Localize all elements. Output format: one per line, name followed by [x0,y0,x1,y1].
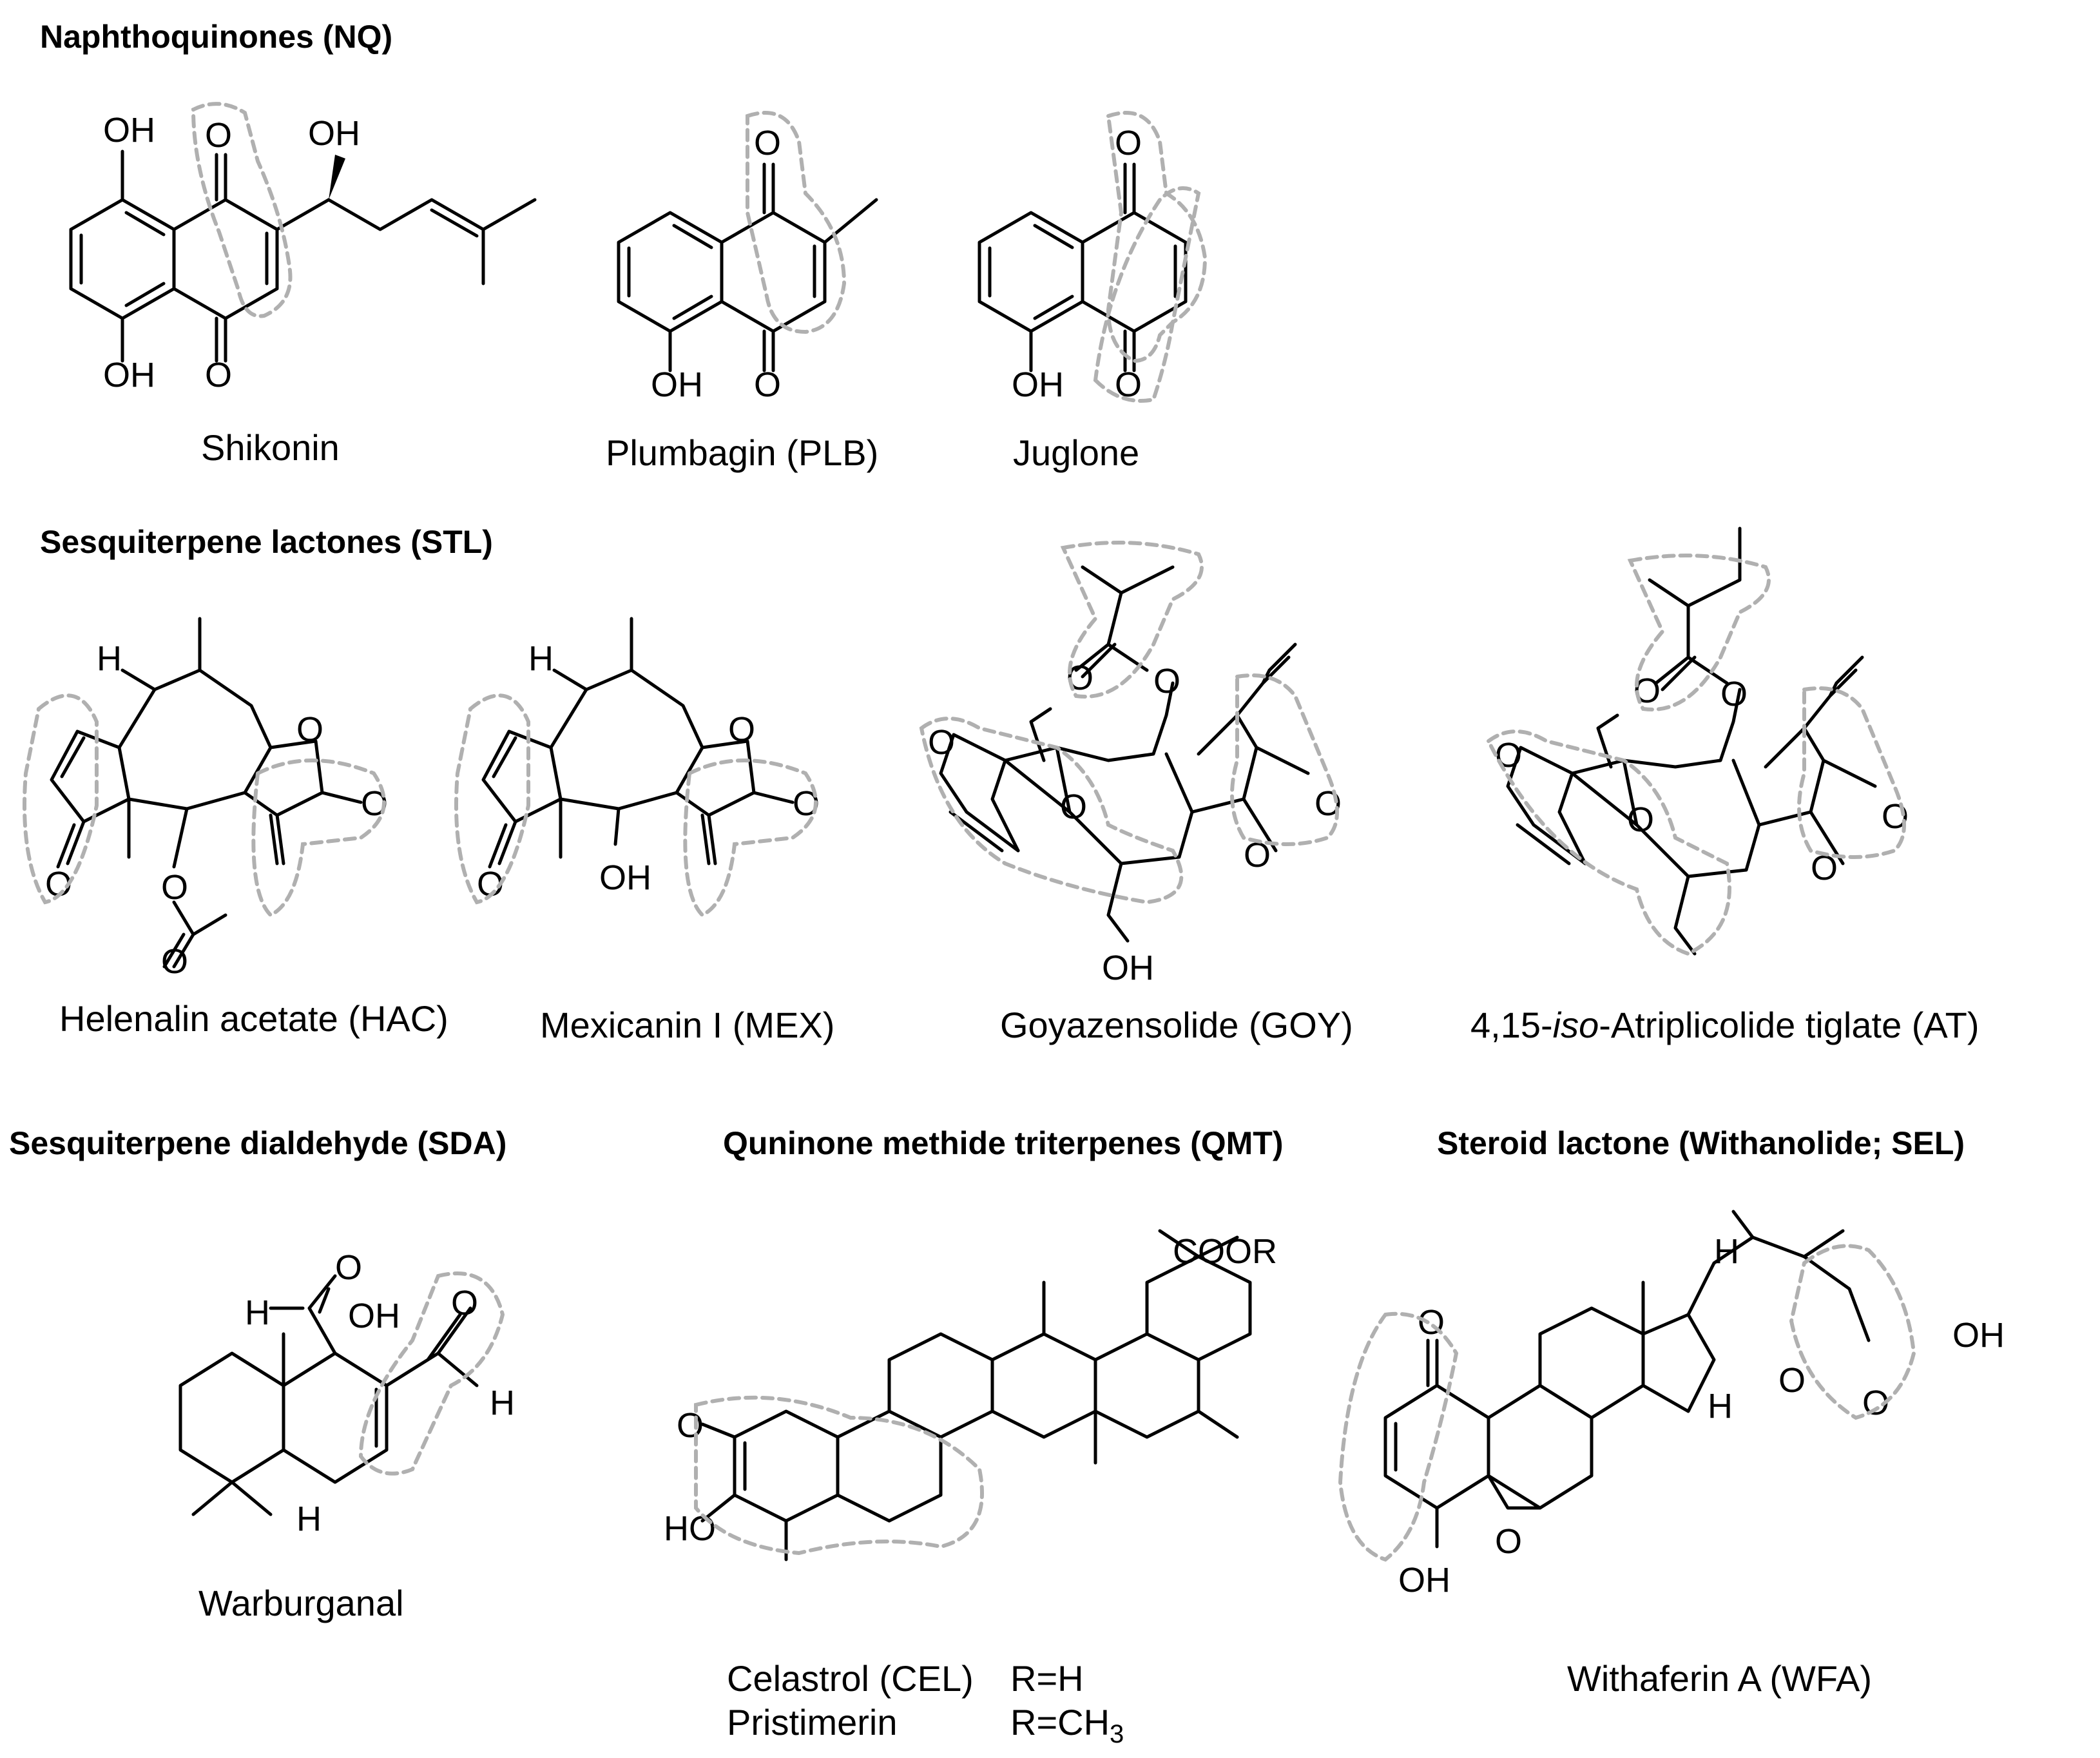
caption-atriplicolide-tiglate: 4,15-iso-Atriplicolide tiglate (AT) [1470,1005,1980,1045]
label-coor: COOR [1173,1232,1277,1271]
label-o: O [754,365,781,404]
label-h: H [528,639,554,678]
label-o: O [1418,1303,1445,1342]
caption-plumbagin: Plumbagin (PLB) [606,432,879,473]
caption-withaferin-a: Withaferin A (WFA) [1567,1658,1872,1699]
label-oh: OH [651,365,703,404]
caption-warburganal: Warburganal [198,1583,404,1623]
label-oh: OH [1102,949,1154,987]
structure-warburganal: H O OH O H H [178,1248,515,1538]
label-oh: OH [1952,1316,2005,1355]
label-h: H [97,639,122,678]
caption-mexicanin: Mexicanin I (MEX) [540,1005,835,1045]
structure-mexicanin: H O O O OH [454,617,820,918]
section-title-sesquiterpene-dialdehyde: Sesquiterpene dialdehyde (SDA) [9,1125,507,1161]
label-o: O [296,710,323,749]
label-oh: OH [348,1297,400,1335]
label-o: O [1720,675,1748,713]
structure-plumbagin: O O OH [617,111,878,404]
label-oh: OH [308,114,360,153]
label-oh: OH [103,356,155,394]
label-o: O [1627,800,1654,839]
label-oh: OH [103,111,155,150]
structure-goyazensolide: O O O O O O OH [919,541,1342,987]
structure-atriplicolide-tiglate: O O O O O O [1486,526,1909,956]
label-ho: HO [664,1509,716,1548]
caption-goyazensolide: Goyazensolide (GOY) [1000,1005,1353,1045]
label-oh: OH [1012,365,1064,404]
caption-celastrol: Celastrol (CEL) [727,1658,974,1699]
caption-celastrol-r: R=H [1010,1658,1084,1699]
label-oh: OH [1398,1561,1450,1599]
label-o: O [1115,124,1142,162]
label-o: O [1778,1361,1806,1400]
structure-helenalin-acetate: H O O O O O [23,617,388,981]
label-o: O [205,116,232,155]
structure-shikonin: OH OH O O OH [69,102,537,394]
structure-withaferin-a: O OH O O O OH H H [1338,1210,2005,1599]
structure-celastrol: O HO COOR [664,1229,1277,1561]
label-o: O [161,868,188,907]
label-o: O [1060,787,1087,826]
label-h: H [1708,1387,1733,1425]
label-o: O [451,1284,478,1322]
label-oh: OH [599,858,651,897]
label-o: O [928,723,955,762]
caption-pristimerin-r: R=CH3 [1010,1702,1124,1749]
section-title-sesquiterpene-lactones: Sesquiterpene lactones (STL) [40,524,493,560]
section-title-naphthoquinones: Naphthoquinones (NQ) [40,19,393,55]
structure-juglone: O O OH [978,111,1208,404]
caption-pristimerin: Pristimerin [727,1702,898,1743]
label-o: O [1153,662,1180,700]
label-h: H [296,1500,322,1538]
caption-helenalin-acetate: Helenalin acetate (HAC) [59,998,448,1039]
label-o: O [1495,736,1522,775]
label-o: O [161,942,188,981]
label-o: O [1495,1522,1522,1561]
label-h: H [245,1293,270,1332]
label-o: O [335,1248,362,1287]
label-o: O [754,124,781,162]
section-title-steroid-lactone: Steroid lactone (Withanolide; SEL) [1437,1125,1965,1161]
label-o: O [677,1406,704,1445]
label-o: O [728,710,755,749]
label-h: H [1714,1232,1739,1271]
caption-juglone: Juglone [1013,432,1140,473]
label-h: H [490,1384,515,1422]
section-title-quinone-methide-triterpenes: Quninone methide triterpenes (QMT) [723,1125,1284,1161]
label-o: O [205,356,232,394]
caption-shikonin: Shikonin [201,427,340,468]
